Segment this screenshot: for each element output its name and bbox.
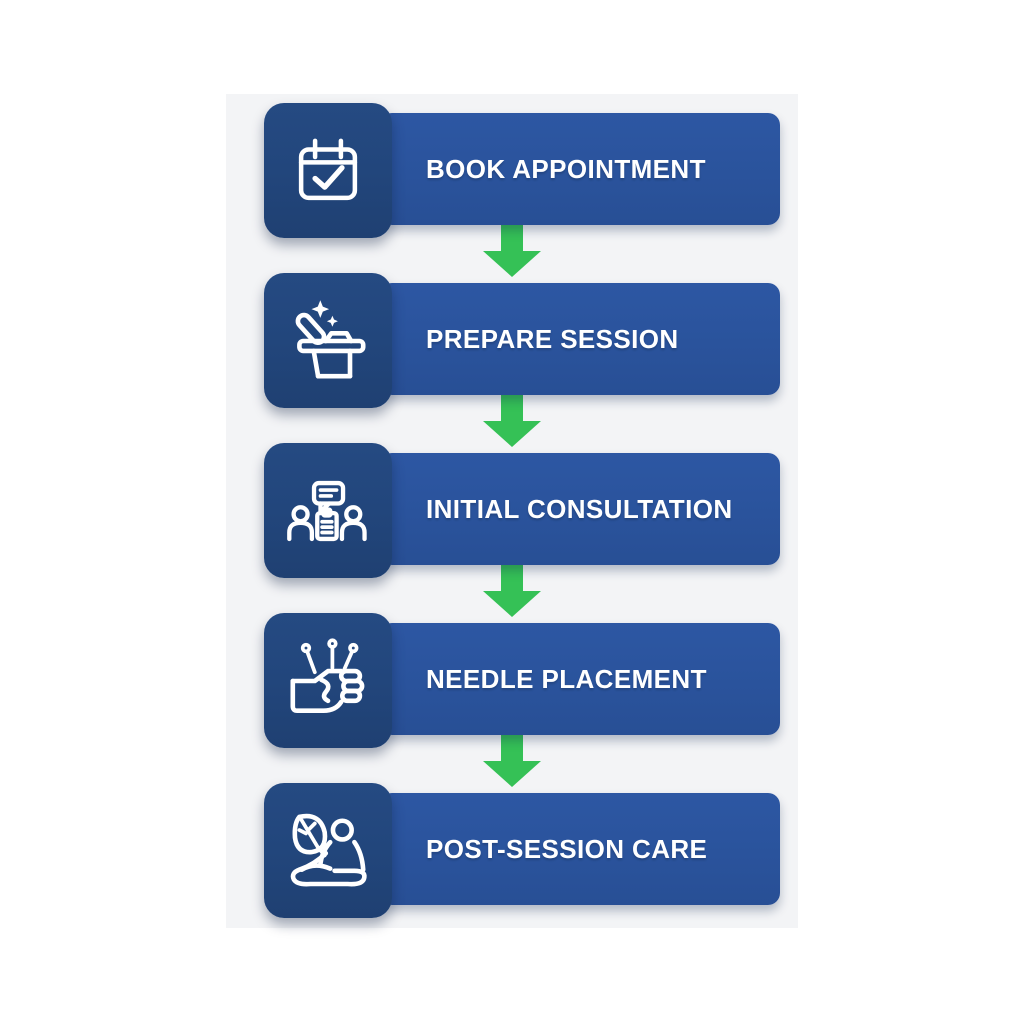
step-label: INITIAL CONSULTATION xyxy=(426,494,733,524)
step-icon-tile xyxy=(264,273,392,408)
step-row-needle-placement: NEEDLE PLACEMENT xyxy=(226,613,798,748)
massage-table-icon xyxy=(295,299,366,379)
consultation-people-icon xyxy=(287,480,367,541)
flow-arrow-down-icon xyxy=(483,225,541,277)
step-row-initial-consultation: INITIAL CONSULTATION xyxy=(226,443,798,578)
step-icon-tile xyxy=(264,103,392,238)
step-bar: POST-SESSION CARE xyxy=(380,793,780,905)
step-bar: NEEDLE PLACEMENT xyxy=(380,623,780,735)
step-bar: BOOK APPOINTMENT xyxy=(380,113,780,225)
step-bar: PREPARE SESSION xyxy=(380,283,780,395)
step-label: POST-SESSION CARE xyxy=(426,834,708,864)
step-row-post-session-care: POST-SESSION CARE xyxy=(226,783,798,918)
calendar-check-icon xyxy=(298,138,358,200)
flow-arrow-down-icon xyxy=(483,735,541,787)
step-icon-tile xyxy=(264,443,392,578)
step-label: NEEDLE PLACEMENT xyxy=(426,664,707,694)
flow-arrow-down-icon xyxy=(483,395,541,447)
step-label: BOOK APPOINTMENT xyxy=(426,154,706,184)
step-bar: INITIAL CONSULTATION xyxy=(380,453,780,565)
step-row-prepare-session: PREPARE SESSION xyxy=(226,273,798,408)
flow-arrow-down-icon xyxy=(483,565,541,617)
hand-needles-icon xyxy=(290,637,365,713)
meditation-leaf-icon xyxy=(290,813,367,886)
step-icon-tile xyxy=(264,613,392,748)
step-label: PREPARE SESSION xyxy=(426,324,679,354)
step-icon-tile xyxy=(264,783,392,918)
process-flow-card: BOOK APPOINTMENT PREPARE SESSION xyxy=(226,94,798,928)
step-row-book-appointment: BOOK APPOINTMENT xyxy=(226,103,798,238)
